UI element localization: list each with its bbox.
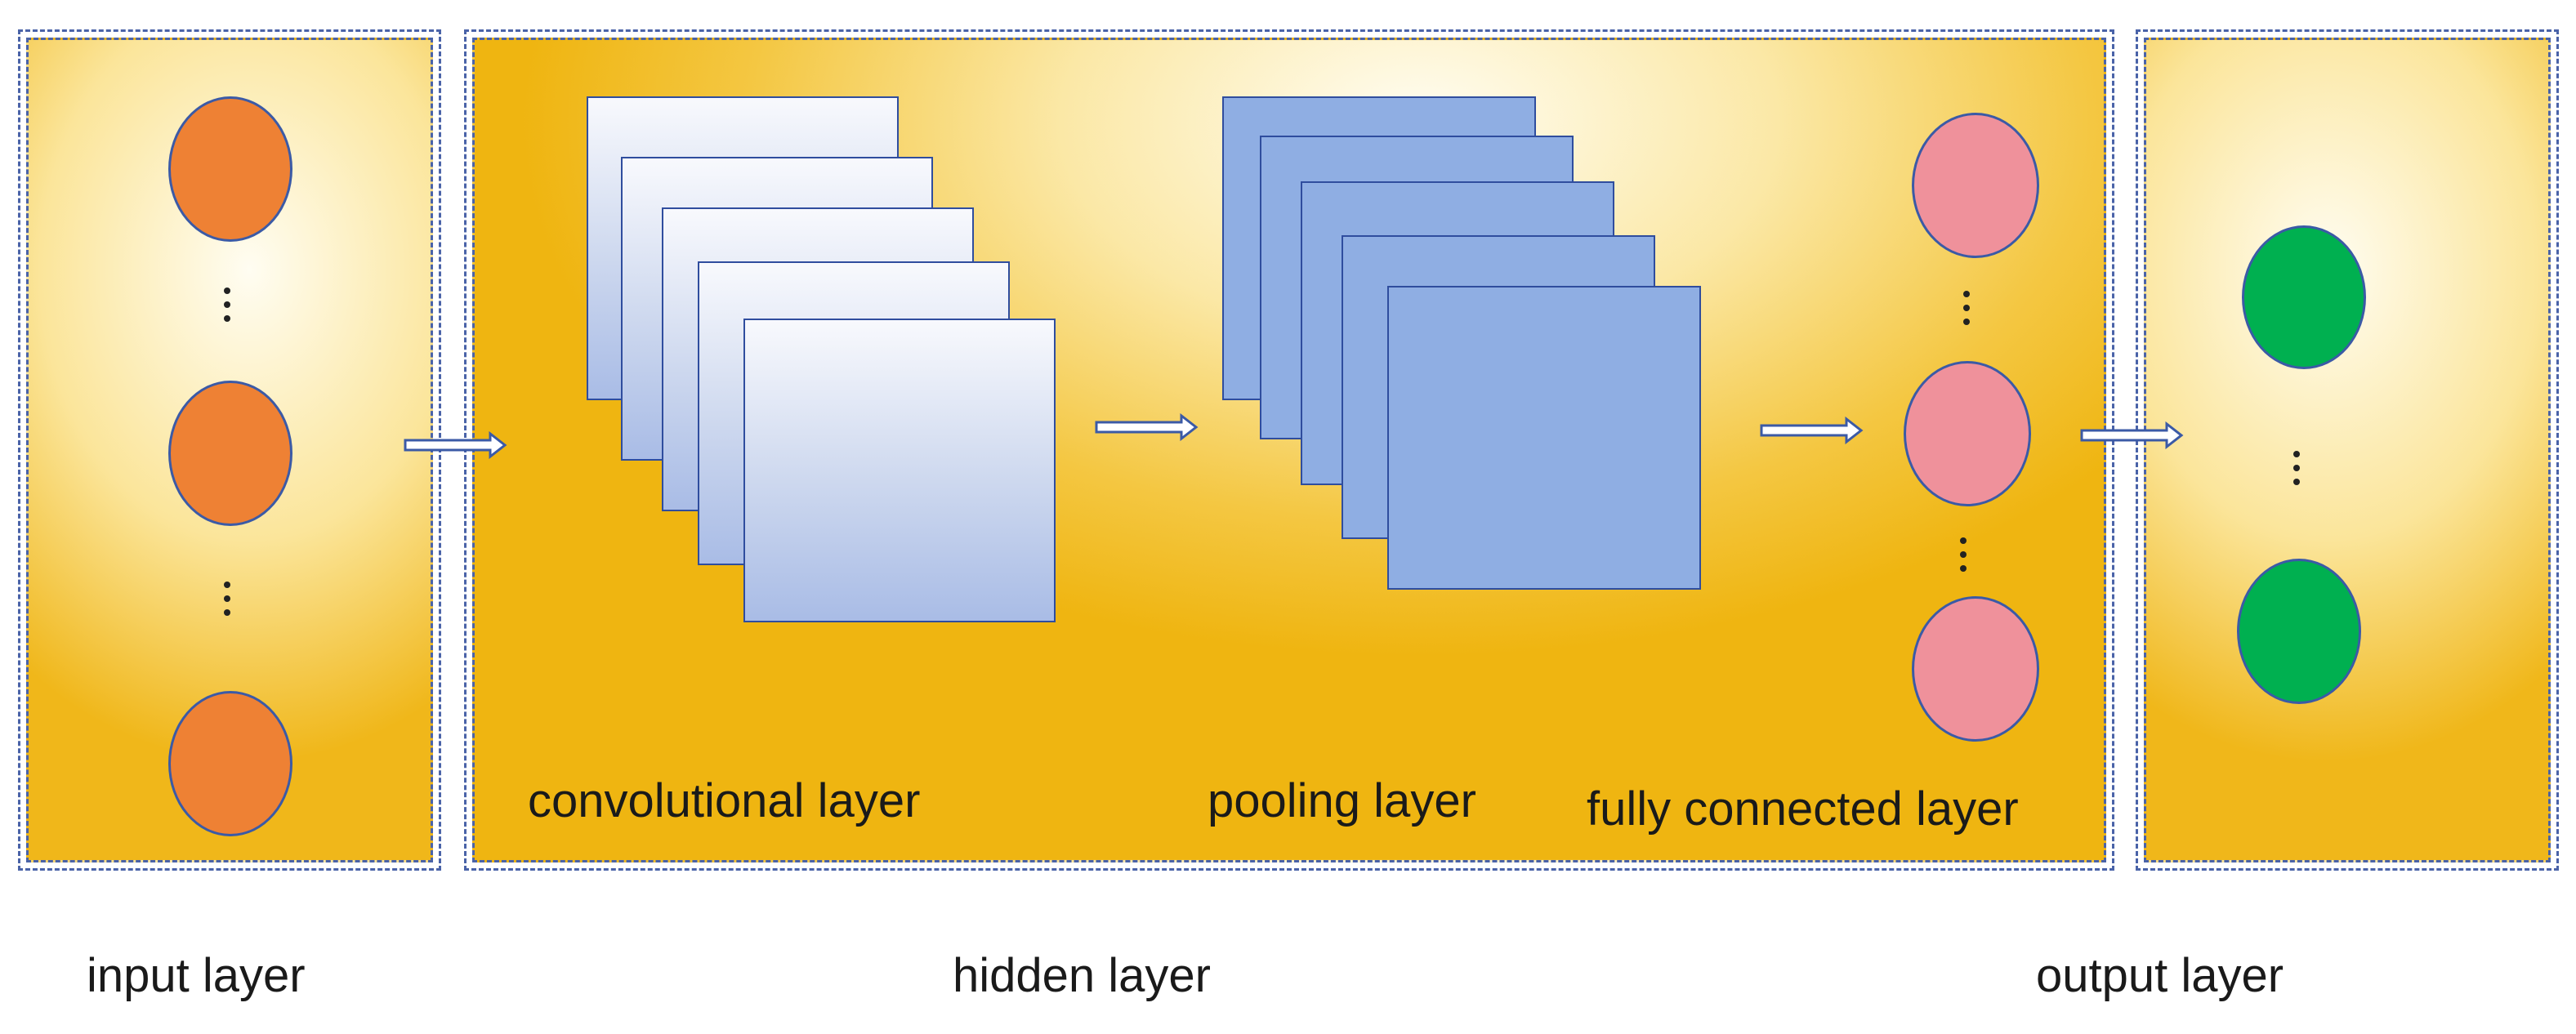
convolutional-feature-map xyxy=(743,319,1056,622)
convolutional-layer-label: convolutional layer xyxy=(528,774,921,827)
hollow-right-arrow-icon xyxy=(404,431,507,459)
hollow-right-arrow-icon xyxy=(1760,417,1864,444)
output-node xyxy=(2242,225,2366,369)
input-node xyxy=(168,691,292,836)
fully-connected-node xyxy=(1904,361,2031,506)
input-node xyxy=(168,381,292,526)
vertical-ellipsis-icon xyxy=(1962,291,1971,332)
hollow-right-arrow-icon xyxy=(2080,421,2184,449)
fully-connected-node xyxy=(1912,113,2039,258)
vertical-ellipsis-icon xyxy=(223,287,231,329)
vertical-ellipsis-icon xyxy=(1959,537,1967,579)
vertical-ellipsis-icon xyxy=(223,582,231,623)
vertical-ellipsis-icon xyxy=(2293,451,2301,492)
input-node xyxy=(168,96,292,242)
pooling-feature-map xyxy=(1387,286,1701,590)
fully-connected-node xyxy=(1912,596,2039,742)
pooling-layer-label: pooling layer xyxy=(1208,774,1476,827)
hidden-layer-label: hidden layer xyxy=(953,949,1211,1002)
output-node xyxy=(2237,559,2361,704)
fully-connected-layer-label: fully connected layer xyxy=(1587,782,2019,836)
output-layer-panel xyxy=(2136,29,2559,871)
hollow-right-arrow-icon xyxy=(1095,413,1199,441)
output-layer-label: output layer xyxy=(2036,949,2284,1002)
input-layer-label: input layer xyxy=(87,949,306,1002)
